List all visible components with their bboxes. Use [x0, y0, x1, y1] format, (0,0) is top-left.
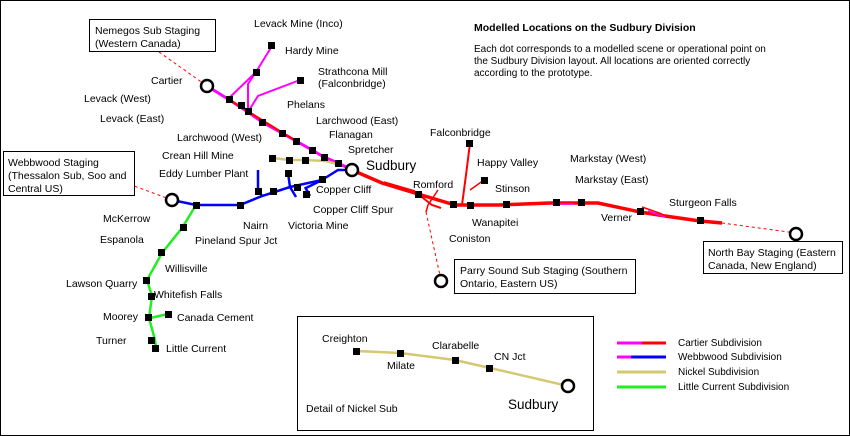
svg-text:Nemegos Sub Staging: Nemegos Sub Staging	[95, 25, 200, 37]
label-sudbury: Sudbury	[366, 158, 417, 173]
label-eddy-lumber: Eddy Lumber Plant	[159, 168, 248, 180]
label-pineland: Pineland Spur Jct	[195, 235, 277, 247]
label-verner: Verner	[601, 212, 632, 224]
nickel-sub-detail: Creighton Milate Clarabelle CN Jct Sudbu…	[297, 316, 594, 431]
legend-webbwood: Webbwood Subdivision	[617, 352, 782, 363]
svg-text:Nickel Subdivision: Nickel Subdivision	[678, 367, 759, 378]
label-lawson-quarry: Lawson Quarry	[66, 278, 138, 290]
label-strathcona-falconbridge: (Falconbridge)	[318, 78, 386, 90]
svg-text:Each dot corresponds to a mode: Each dot corresponds to a modelled scene…	[474, 44, 766, 55]
svg-text:Little Current Subdivision: Little Current Subdivision	[678, 382, 789, 393]
svg-text:according to the prototype.: according to the prototype.	[474, 68, 592, 79]
label-espanola: Espanola	[100, 234, 144, 246]
label-copper-cliff: Copper Cliff	[316, 184, 371, 196]
label-happy-valley: Happy Valley	[477, 157, 539, 169]
label-cartier: Cartier	[151, 75, 183, 87]
map-title: Modelled Locations on the Sudbury Divisi…	[474, 22, 696, 34]
legend-nickel: Nickel Subdivision	[617, 367, 759, 378]
label-levack-mine: Levack Mine (Inco)	[254, 18, 343, 30]
staging-box-parry-sound: Parry Sound Sub Staging (Southern Ontari…	[454, 259, 636, 294]
detail-milate: Milate	[387, 360, 415, 372]
svg-text:Webbwood Staging: Webbwood Staging	[8, 157, 99, 169]
detail-caption: Detail of Nickel Sub	[306, 403, 398, 415]
label-levack-west: Levack (West)	[84, 93, 151, 105]
detail-cn-jct: CN Jct	[494, 351, 526, 363]
detail-clarabelle: Clarabelle	[432, 340, 479, 352]
label-nairn: Nairn	[243, 220, 268, 232]
svg-text:Ontario, Eastern US): Ontario, Eastern US)	[460, 278, 557, 290]
svg-text:Cartier Subdivision: Cartier Subdivision	[678, 338, 762, 349]
label-victoria-mine: Victoria Mine	[288, 220, 349, 232]
staging-circles	[164, 78, 804, 289]
staging-box-nemegos: Nemegos Sub Staging (Western Canada)	[89, 19, 216, 52]
staging-box-webbwood: Webbwood Staging (Thessalon Sub, Soo and…	[3, 151, 135, 196]
label-crean-hill: Crean Hill Mine	[162, 150, 234, 162]
label-spretcher: Spretcher	[348, 144, 394, 156]
label-copper-cliff-spur: Copper Cliff Spur	[313, 204, 394, 216]
legend-cartier: Cartier Subdivision	[617, 338, 762, 349]
legend: Cartier Subdivision Webbwood Subdivision…	[617, 338, 789, 393]
label-moorey: Moorey	[103, 311, 139, 323]
title-block: Modelled Locations on the Sudbury Divisi…	[474, 22, 766, 79]
location-dots	[143, 42, 704, 352]
detail-creighton: Creighton	[322, 333, 368, 345]
label-willisville: Willisville	[165, 263, 208, 275]
label-larchwood-west: Larchwood (West)	[177, 132, 262, 144]
svg-text:Parry Sound Sub Staging (South: Parry Sound Sub Staging (Southern	[460, 265, 628, 277]
svg-text:(Thessalon Sub, Soo and: (Thessalon Sub, Soo and	[8, 170, 127, 182]
label-larchwood-east: Larchwood (East)	[316, 115, 398, 127]
staging-box-north-bay: North Bay Staging (Eastern Canada, New E…	[703, 241, 843, 274]
label-wanapitei: Wanapitei	[472, 217, 518, 229]
label-flanagan: Flanagan	[329, 129, 373, 141]
label-coniston: Coniston	[449, 233, 491, 245]
label-mckerrow: McKerrow	[103, 213, 151, 225]
staging-dashed-connectors	[117, 51, 797, 281]
label-turner: Turner	[96, 335, 127, 347]
label-whitefish-falls: Whitefish Falls	[154, 289, 222, 301]
label-phelans: Phelans	[287, 99, 325, 111]
label-strathcona-mill: Strathcona Mill	[318, 66, 387, 78]
label-markstay-west: Markstay (West)	[570, 153, 646, 165]
label-canada-cement: Canada Cement	[177, 312, 254, 324]
label-hardy-mine: Hardy Mine	[285, 45, 339, 57]
label-sturgeon-falls: Sturgeon Falls	[669, 197, 737, 209]
svg-text:Central US): Central US)	[8, 183, 63, 195]
station-labels: Levack Mine (Inco) Hardy Mine Strathcona…	[66, 18, 737, 355]
legend-little-current: Little Current Subdivision	[617, 382, 789, 393]
svg-text:Webbwood Subdivision: Webbwood Subdivision	[678, 352, 782, 363]
svg-text:North Bay Staging (Eastern: North Bay Staging (Eastern	[708, 247, 836, 259]
label-falconbridge: Falconbridge	[430, 127, 491, 139]
label-little-current: Little Current	[166, 343, 226, 355]
svg-text:Canada, New England): Canada, New England)	[708, 260, 817, 272]
label-stinson: Stinson	[495, 183, 530, 195]
label-markstay-east: Markstay (East)	[575, 174, 649, 186]
svg-text:(Western Canada): (Western Canada)	[95, 38, 181, 50]
svg-text:the Sudbury Division layout.: the Sudbury Division layout. All locatio…	[474, 56, 750, 67]
label-romford: Romford	[413, 179, 453, 191]
label-levack-east: Levack (East)	[100, 113, 164, 125]
detail-sudbury: Sudbury	[508, 397, 559, 412]
